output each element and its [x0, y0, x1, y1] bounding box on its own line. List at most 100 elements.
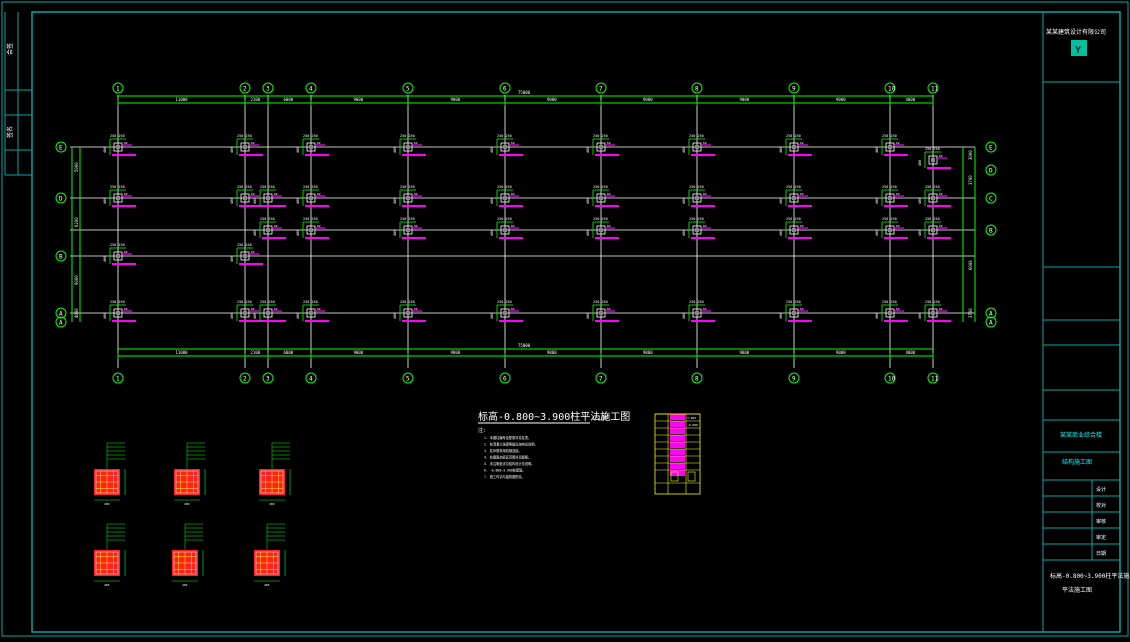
column-size: 400 [682, 230, 686, 236]
column-size: 400 [103, 256, 107, 262]
table-cell [670, 421, 685, 427]
column-mark [596, 308, 606, 318]
column-mark [403, 308, 413, 318]
column-size: 250 250 [400, 300, 415, 304]
column-mark [885, 308, 895, 318]
section-size: 400 [264, 583, 270, 587]
axis-label: 5 [406, 86, 410, 93]
column-fill [116, 254, 120, 258]
column-fill [116, 145, 120, 149]
tb-row: 审核 [1096, 518, 1106, 525]
column-size: 250 250 [593, 217, 608, 221]
column-id: KZ [896, 307, 900, 311]
axis-bubble [985, 141, 997, 153]
tb-row: 设计 [1096, 486, 1106, 493]
column-mark [692, 225, 702, 235]
section-size: 400 [269, 502, 275, 506]
dim-text: 3700 [968, 175, 973, 185]
column-size: 250 250 [593, 300, 608, 304]
axis-bubble [595, 82, 607, 94]
axis-label: 6 [503, 376, 507, 383]
column-size: 250 250 [303, 134, 318, 138]
column-mark [403, 193, 413, 203]
tb-row: 审定 [1096, 534, 1106, 541]
axis-bubble [402, 82, 414, 94]
axis-bubble [985, 316, 997, 328]
axis-bubble [262, 372, 274, 384]
column-id: KZ [607, 224, 611, 228]
column-size: 400 [253, 198, 257, 204]
table-cell [670, 470, 685, 476]
column-id: KZ [607, 141, 611, 145]
tb-row: 校对 [1096, 502, 1106, 509]
column-id: KZ [274, 307, 278, 311]
column-fill [266, 228, 270, 232]
column-size: 250 250 [786, 185, 801, 189]
column-size: 400 [875, 198, 879, 204]
axis-bubble [55, 192, 67, 204]
project-label: 某某商业综合楼 [1060, 431, 1102, 439]
column-fill [695, 145, 699, 149]
column-size: 400 [393, 147, 397, 153]
column-size: 250 250 [497, 134, 512, 138]
column-mark [500, 142, 510, 152]
axis-bubble [402, 372, 414, 384]
dim-text: 6000 [968, 260, 973, 270]
column-size: 250 250 [882, 185, 897, 189]
column-id: KZ [939, 224, 943, 228]
axis-label: 11 [931, 86, 939, 93]
column-fill [931, 228, 935, 232]
column-size: 400 [918, 160, 922, 166]
column-size: 250 250 [786, 300, 801, 304]
column-size: 400 [682, 198, 686, 204]
column-mark [692, 193, 702, 203]
dim-text: 9000 [740, 350, 750, 355]
column-size: 400 [296, 230, 300, 236]
axis-label: 2 [243, 376, 247, 383]
column-mark [240, 142, 250, 152]
column-fill [888, 196, 892, 200]
dim-text: 2100 [251, 97, 261, 102]
note-line: 7. 施工时请与建筑图配合。 [484, 474, 525, 479]
axis-bubble [262, 82, 274, 94]
column-mark [885, 193, 895, 203]
column-fill [599, 311, 603, 315]
column-size: 400 [103, 198, 107, 204]
column-size: 250 250 [925, 147, 940, 151]
column-size: 400 [296, 313, 300, 319]
column-id: KZ [274, 192, 278, 196]
column-id: KZ [703, 307, 707, 311]
column-size: 400 [230, 147, 234, 153]
column-size: 250 250 [882, 300, 897, 304]
table-border [654, 413, 701, 495]
section-size: 400 [104, 502, 110, 506]
column-fill [599, 196, 603, 200]
column-fill [243, 145, 247, 149]
column-size: 250 250 [497, 217, 512, 221]
column-id: KZ [317, 141, 321, 145]
column-size: 250 250 [260, 300, 275, 304]
column-id: KZ [511, 307, 515, 311]
dim-text: 6200 [74, 217, 79, 227]
column-size: 250 250 [110, 300, 125, 304]
dim-text: 9000 [451, 97, 461, 102]
axis-bubble [985, 164, 997, 176]
column-mark [306, 308, 316, 318]
column-fill [931, 196, 935, 200]
column-id: KZ [414, 192, 418, 196]
axis-label: A [59, 311, 63, 318]
column-size: 400 [490, 198, 494, 204]
column-size: 250 250 [497, 185, 512, 189]
column-id: KZ [414, 141, 418, 145]
column-id: KZ [414, 307, 418, 311]
table-text: -0.800 [687, 423, 698, 427]
axis-bubble [55, 307, 67, 319]
column-size: 400 [682, 147, 686, 153]
axis-bubble [55, 141, 67, 153]
column-id: KZ [607, 307, 611, 311]
axis-label: 3 [266, 376, 270, 383]
